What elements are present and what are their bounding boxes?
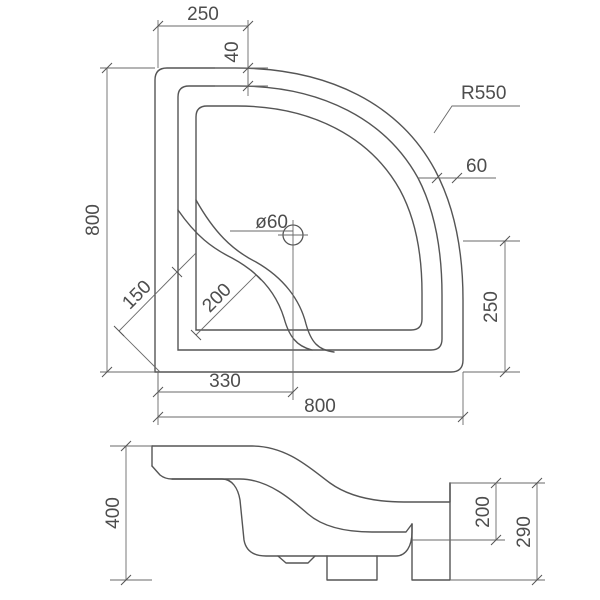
elevation-notch-detail — [277, 555, 316, 564]
dim-290-depth — [450, 477, 545, 586]
drain-hole — [230, 220, 308, 250]
plan-dimensions — [100, 20, 520, 425]
drain-channel-curve-inner — [195, 199, 335, 353]
dim-150-diagonal — [113, 252, 197, 373]
elevation-rim-underside — [151, 465, 413, 533]
label-200-step: 200 — [473, 496, 494, 528]
dim-40-rim-offset — [215, 60, 268, 96]
label-800-left: 800 — [83, 204, 104, 236]
dim-800-bottom — [152, 372, 469, 425]
elevation-basin-underside — [171, 478, 413, 557]
label-60-rim-band: 60 — [466, 156, 487, 177]
label-150-diagonal: 150 — [118, 276, 155, 313]
label-400-height: 400 — [103, 497, 124, 529]
label-290-depth: 290 — [514, 516, 535, 548]
elevation-dimension-labels: 400 200 290 — [103, 496, 535, 548]
label-330-bottom: 330 — [209, 371, 241, 392]
elevation-top-profile — [151, 445, 451, 503]
dim-250-right — [463, 235, 520, 378]
dim-800-left — [100, 62, 155, 378]
dim-200-diagonal — [190, 269, 262, 341]
basin-outline — [195, 105, 423, 331]
plan-view-geometry — [154, 67, 464, 373]
elevation-view-geometry — [151, 445, 451, 581]
plan-dimension-labels: 250 40 R550 60 800 ø60 150 200 250 330 8… — [83, 4, 506, 417]
dim-60-rim-band — [418, 172, 496, 184]
elevation-dimensions — [110, 440, 545, 586]
tray-rim-outline — [177, 85, 443, 351]
label-r550: R550 — [461, 83, 506, 104]
dim-400-height — [110, 440, 152, 586]
drain-channel-curve — [177, 209, 313, 351]
label-250-right: 250 — [481, 291, 502, 323]
label-250-top: 250 — [187, 4, 219, 25]
elevation-right-leg — [411, 482, 451, 581]
label-800-bottom: 800 — [304, 396, 336, 417]
label-200-diagonal: 200 — [198, 279, 235, 316]
label-40-rim-offset: 40 — [222, 41, 243, 62]
label-drain-diameter: ø60 — [255, 212, 288, 233]
elevation-waste-box — [326, 555, 378, 581]
tray-outer-outline — [154, 67, 464, 373]
dim-r550-leader — [433, 105, 520, 134]
